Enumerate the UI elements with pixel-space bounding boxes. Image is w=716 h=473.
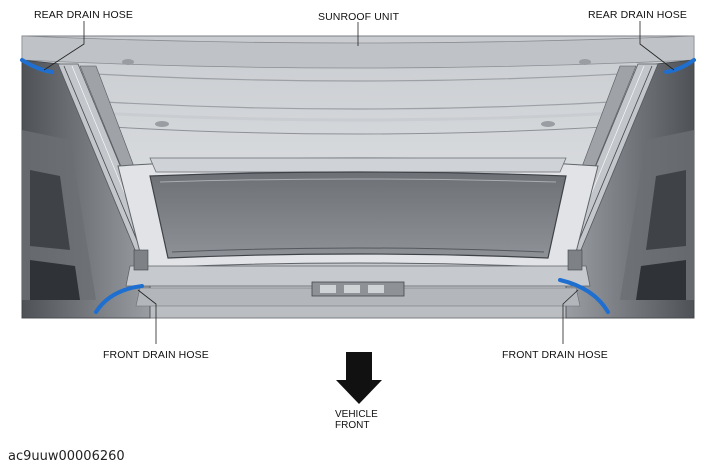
rear-drain-hose-right-label: REAR DRAIN HOSE [588,9,687,21]
front-drain-hose-right [558,278,610,314]
vehicle-front-line2: FRONT [335,420,370,431]
sunroof-frame [117,157,599,307]
drain-hoses [20,58,696,314]
rear-drain-hose-right [664,58,696,74]
sunroof-unit-label: SUNROOF UNIT [318,11,400,23]
arrow-down-icon [336,352,382,404]
front-drain-hose-left [94,284,144,314]
figure-id: ac9uuw00006260 [8,449,125,464]
vehicle-front-line1: VEHICLE [335,409,378,420]
rear-drain-hose-left [20,58,54,74]
leader-lines [43,21,675,344]
front-drain-hose-right-label: FRONT DRAIN HOSE [502,349,608,361]
rear-drain-hose-left-label: REAR DRAIN HOSE [34,9,133,21]
front-drain-hose-left-label: FRONT DRAIN HOSE [103,349,209,361]
vehicle-front-label: VEHICLE FRONT [335,409,378,431]
